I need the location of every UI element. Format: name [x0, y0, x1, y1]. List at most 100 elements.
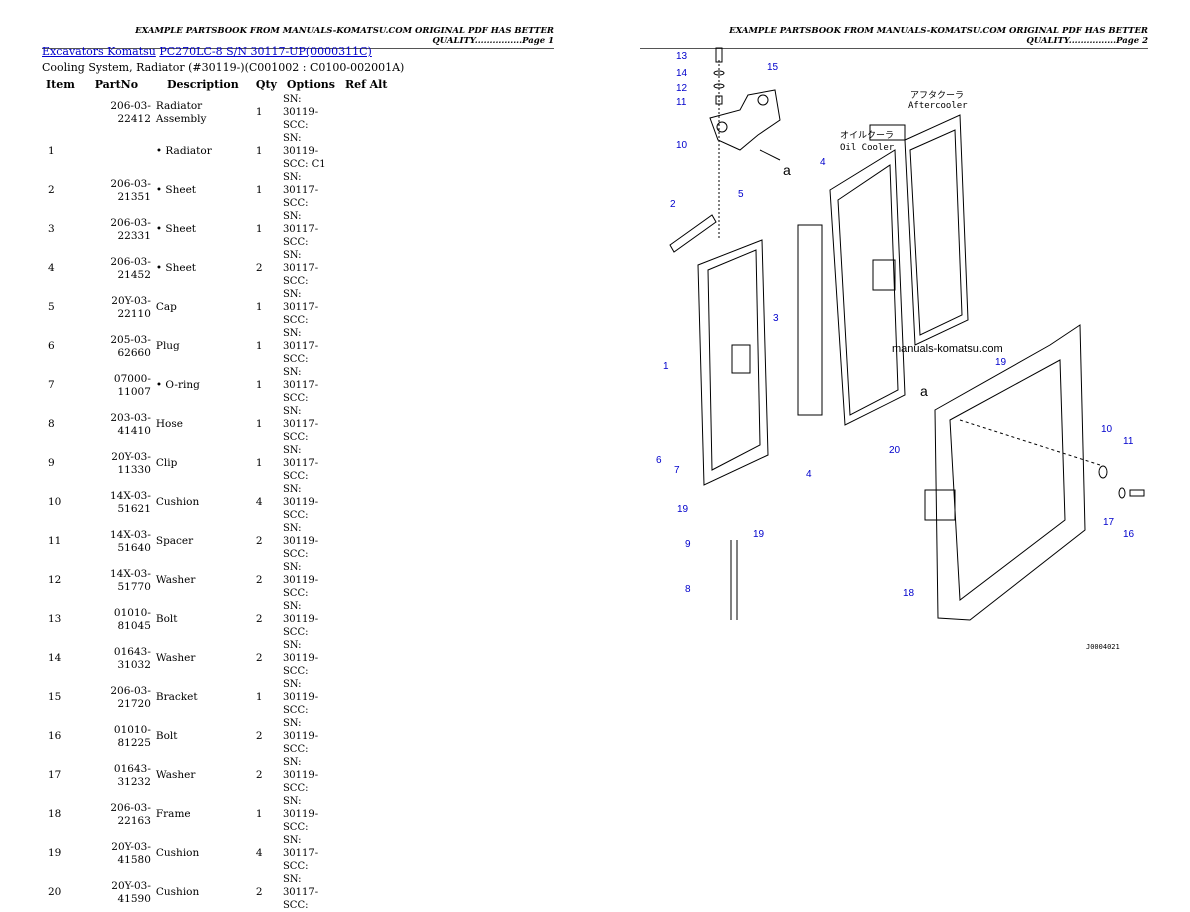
- qty-cell: 2: [255, 574, 263, 586]
- item-cell: 14: [48, 652, 62, 664]
- breadcrumb-link-category[interactable]: Excavators Komatsu: [42, 45, 156, 58]
- part-number-cell: 203-03-41410: [110, 411, 151, 437]
- options-cell: SN: 30119-SCC:: [282, 718, 319, 755]
- column-header: Qty: [255, 78, 277, 91]
- callout-number: 16: [1123, 529, 1135, 540]
- options-cell: SN: 30119-SCC:: [282, 640, 319, 677]
- options-cell: SN: 30119-SCC:: [282, 94, 319, 131]
- description-cell: • Radiator: [155, 145, 212, 157]
- callout-number: 11: [676, 97, 687, 108]
- part-number-cell: [79, 132, 154, 171]
- options-cell: SN: 30119-SCC:: [282, 484, 319, 521]
- description-cell: Radiator Assembly: [155, 99, 207, 125]
- options-cell: SN: 30119-SCC:: [282, 601, 319, 638]
- qty-cell: 1: [255, 457, 263, 469]
- page-header-left: EXAMPLE PARTSBOOK FROM MANUALS-KOMATSU.C…: [42, 26, 554, 49]
- part-number-cell: 01010-81045: [113, 606, 151, 632]
- callout-number: 9: [685, 539, 691, 550]
- callout-number: 10: [1101, 424, 1113, 435]
- item-cell: 15: [48, 691, 62, 703]
- callout-number: 18: [903, 588, 915, 599]
- options-cell: SN: 30117-SCC:: [282, 874, 319, 911]
- part-number-cell: 14X-03-51770: [109, 567, 151, 593]
- breadcrumb-link-model[interactable]: PC270LC-8 S/N 30117-UP(0000311C): [159, 45, 372, 58]
- ref-alt-cell: [341, 249, 392, 288]
- description-cell: Cushion: [155, 886, 200, 898]
- column-header: Options: [286, 78, 335, 91]
- description-cell: Washer: [155, 769, 196, 781]
- item-cell: 11: [48, 535, 62, 547]
- options-cell: SN: 30119-SCC: C1: [282, 133, 326, 170]
- aftercooler-jp-label: アフタクーラ: [910, 90, 964, 101]
- item-cell: 17: [48, 769, 62, 781]
- ref-alt-cell: [341, 132, 392, 171]
- callout-number: 20: [889, 445, 901, 456]
- item-cell: 3: [48, 223, 55, 235]
- qty-cell: 2: [255, 886, 263, 898]
- callout-number: 14: [676, 68, 688, 79]
- qty-cell: 2: [255, 262, 263, 274]
- ref-alt-cell: [341, 171, 392, 210]
- options-cell: SN: 30117-SCC:: [282, 835, 319, 872]
- item-cell: 6: [48, 340, 55, 352]
- callout-number: 12: [676, 83, 688, 94]
- ref-alt-cell: [341, 834, 392, 873]
- item-cell: 1: [48, 145, 55, 157]
- options-cell: SN: 30117-SCC:: [282, 250, 319, 287]
- ref-alt-cell: [341, 366, 392, 405]
- part-number-cell: 206-03-22331: [110, 216, 151, 242]
- description-cell: Bracket: [155, 691, 198, 703]
- qty-cell: 1: [255, 145, 263, 157]
- options-cell: SN: 30117-SCC:: [282, 367, 319, 404]
- item-cell: 9: [48, 457, 55, 469]
- ref-alt-cell: [341, 561, 392, 600]
- table-row: 20 20Y-03-41590 Cushion 2 SN: 30117-SCC:: [42, 873, 391, 912]
- drawing-code: J0004021: [1086, 643, 1120, 651]
- part-number-cell: 206-03-21720: [110, 684, 151, 710]
- options-cell: SN: 30119-SCC:: [282, 679, 319, 716]
- column-header: Description: [167, 78, 239, 91]
- description-cell: Bolt: [155, 730, 178, 742]
- qty-cell: 1: [255, 223, 263, 235]
- item-cell: 8: [48, 418, 55, 430]
- part-number-cell: 205-03-62660: [110, 333, 151, 359]
- description-cell: • Sheet: [155, 223, 197, 235]
- options-cell: SN: 30117-SCC:: [282, 406, 319, 443]
- options-cell: SN: 30119-SCC:: [282, 796, 319, 833]
- ref-alt-cell: [341, 717, 392, 756]
- description-cell: Washer: [155, 652, 196, 664]
- qty-cell: 1: [255, 418, 263, 430]
- ref-alt-cell: [341, 405, 392, 444]
- item-cell: 20: [48, 886, 62, 898]
- ref-alt-cell: [341, 795, 392, 834]
- part-number-cell: 20Y-03-41590: [111, 879, 151, 905]
- part-number-cell: 20Y-03-41580: [111, 840, 151, 866]
- part-number-cell: 206-03-21351: [110, 177, 151, 203]
- callout-number: 2: [670, 199, 676, 210]
- callout-number: 11: [1123, 436, 1134, 447]
- ref-alt-cell: [341, 756, 392, 795]
- ref-alt-cell: [341, 210, 392, 249]
- part-number-cell: 206-03-22412: [110, 99, 151, 125]
- description-cell: Clip: [155, 457, 178, 469]
- callout-number: 19: [753, 529, 765, 540]
- qty-cell: 1: [255, 340, 263, 352]
- column-header: Ref Alt: [344, 78, 388, 91]
- description-cell: • Sheet: [155, 184, 197, 196]
- callout-number: 15: [767, 62, 779, 73]
- options-cell: SN: 30117-SCC:: [282, 289, 319, 326]
- item-cell: 18: [48, 808, 62, 820]
- item-cell: 16: [48, 730, 62, 742]
- callout-number: 19: [995, 357, 1007, 368]
